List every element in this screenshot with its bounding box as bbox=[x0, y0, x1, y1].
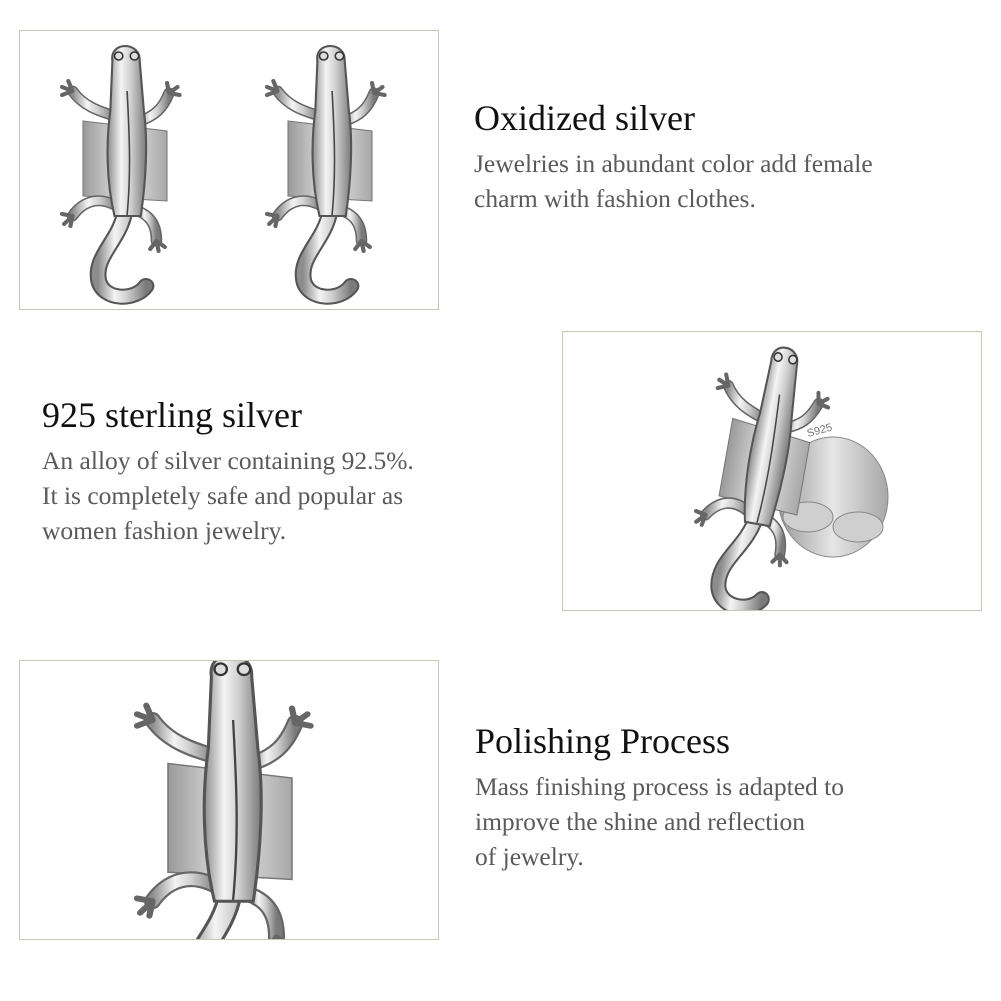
feature-description: Jewelries in abundant color add female c… bbox=[474, 149, 873, 213]
feature-925-sterling-silver: 925 sterling silver An alloy of silver c… bbox=[42, 395, 414, 548]
feature-description: An alloy of silver containing 92.5%. It … bbox=[42, 446, 414, 545]
feature-oxidized-silver: Oxidized silver Jewelries in abundant co… bbox=[474, 98, 873, 216]
gecko-earring-side-image: S925 bbox=[563, 332, 889, 611]
product-photo-side-view: S925 bbox=[562, 331, 982, 611]
gecko-earring-closeup-image bbox=[20, 661, 439, 940]
feature-title: Oxidized silver bbox=[474, 98, 695, 138]
feature-title: 925 sterling silver bbox=[42, 395, 302, 435]
product-photo-close-up bbox=[19, 660, 439, 940]
feature-polishing-process: Polishing Process Mass finishing process… bbox=[475, 721, 844, 874]
feature-description: Mass finishing process is adapted to imp… bbox=[475, 772, 844, 871]
product-photo-pair-earrings bbox=[19, 30, 439, 310]
gecko-earring-pair-image bbox=[20, 31, 439, 310]
feature-title: Polishing Process bbox=[475, 721, 731, 761]
